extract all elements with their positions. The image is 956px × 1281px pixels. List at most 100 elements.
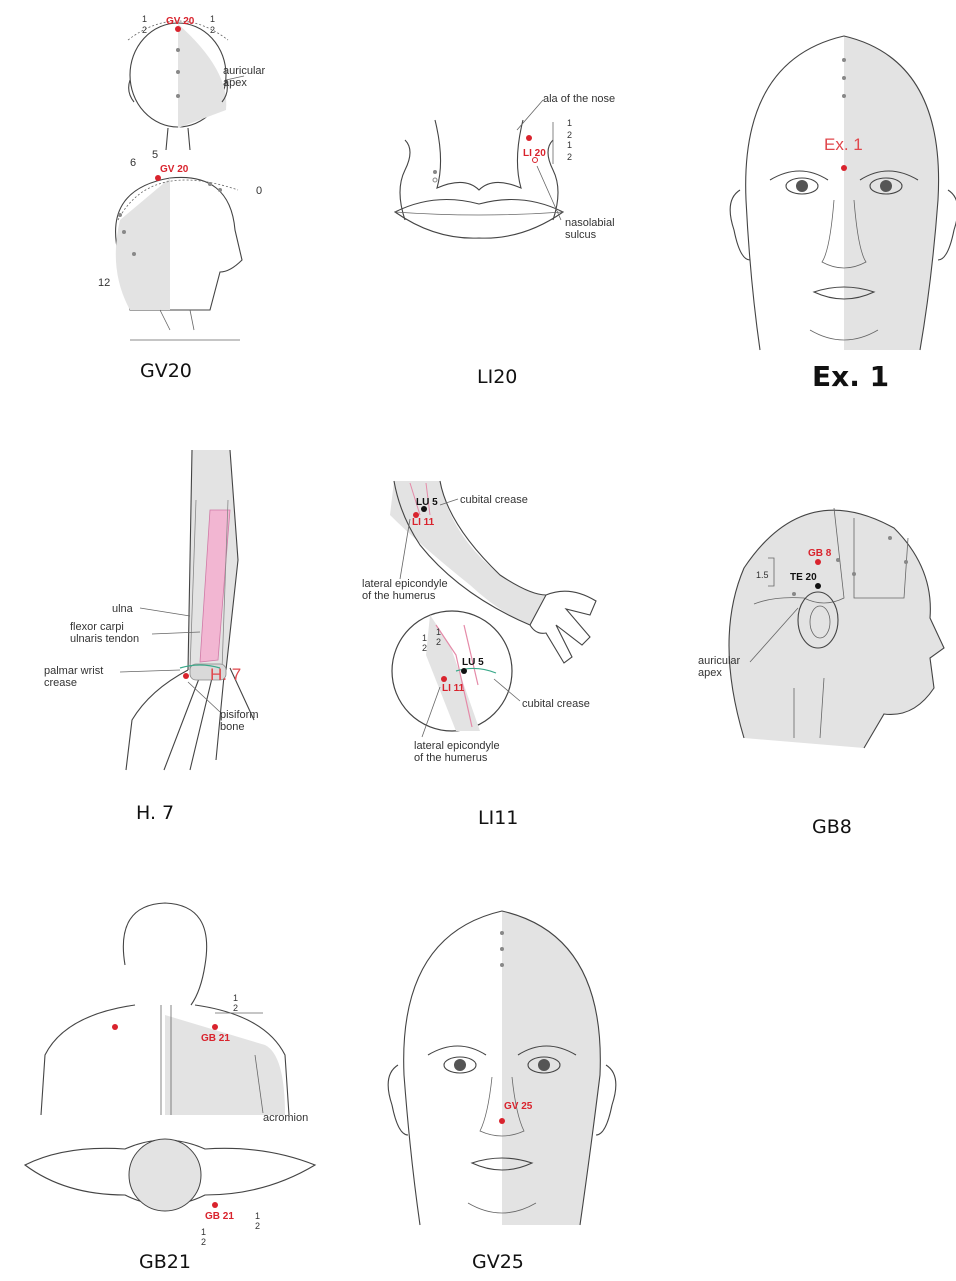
li11-label-lu5-top: LU 5 — [416, 497, 438, 508]
ex1-caption: Ex. 1 — [812, 360, 889, 393]
gv20-label-top: GV 20 — [166, 16, 195, 27]
gb21-label-point-top: GB 21 — [205, 1211, 234, 1222]
li11-frac-num-2: 1 — [436, 627, 441, 637]
li11-frac-den-2: 2 — [436, 637, 441, 647]
h7-caption: H. 7 — [136, 802, 174, 824]
h7-pisiform-line2: bone — [220, 721, 244, 733]
gv25-point — [499, 1118, 505, 1124]
li20-sulcus-line2: sulcus — [565, 229, 597, 241]
li11-illustration: LU 5 LI 11 cubital crease lateral epicon… — [360, 475, 640, 775]
li20-illustration: LI 20 ala of the nose 1 2 1 2 nasolabial… — [375, 80, 645, 280]
gv20-frac-den-left: 2 — [142, 25, 147, 35]
gv20-frac-num-right: 1 — [210, 14, 215, 24]
li20-sulcus-line1: nasolabial — [565, 217, 615, 229]
gv20-measure-6: 6 — [130, 157, 136, 169]
li20-label-point: LI 20 — [523, 148, 546, 159]
gb8-te20-point — [815, 583, 821, 589]
h7-pisiform-line1: pisiform — [220, 709, 259, 721]
gb21-label-acromion: acromion — [263, 1112, 308, 1124]
gb21-point-back-left — [112, 1024, 118, 1030]
li11-epi-top-line2: of the humerus — [362, 590, 436, 602]
li11-epi-top-line1: lateral epicondyle — [362, 578, 448, 590]
h7-crease-line1: palmar wrist — [44, 665, 103, 677]
gb8-point — [815, 559, 821, 565]
gv20-apex-line2: apex — [223, 77, 247, 89]
gb21-point-top — [212, 1202, 218, 1208]
h7-crease-line2: crease — [44, 677, 77, 689]
li11-point-zoom — [441, 676, 447, 682]
gv20-frac-den-right: 2 — [210, 25, 215, 35]
gv20-measure-12: 12 — [98, 277, 110, 289]
gv25-illustration: GV 25 — [380, 905, 640, 1225]
panel-gb21: GB 21 1 2 acromion GB 21 1 2 1 2 GB21 — [5, 895, 335, 1281]
gb8-apex-line1: auricular — [698, 655, 741, 667]
li20-caption: LI20 — [477, 366, 517, 388]
li20-frac-num-1: 1 — [567, 118, 572, 128]
li20-point — [526, 135, 532, 141]
gv20-point-side — [155, 175, 161, 181]
gv20-measure-5: 5 — [152, 149, 158, 161]
gb8-label-point: GB 8 — [808, 548, 832, 559]
gb21-frac-den-1: 2 — [233, 1003, 238, 1013]
gv20-caption: GV20 — [140, 360, 192, 382]
panel-ex1: Ex. 1 Ex. 1 — [720, 30, 956, 400]
h7-label-pisiform: pisiformbone — [220, 709, 259, 733]
h7-tendon-line1: flexor carpi — [70, 621, 124, 633]
gv20-frac-num-left: 1 — [142, 14, 147, 24]
gb8-label-te20: TE 20 — [790, 572, 817, 583]
li11-label-cubital-zoom: cubital crease — [522, 698, 590, 710]
gb21-point-back — [212, 1024, 218, 1030]
gb21-frac-num-2: 1 — [255, 1211, 260, 1221]
h7-tendon-line2: ulnaris tendon — [70, 633, 139, 645]
li11-label-cubital-top: cubital crease — [460, 494, 528, 506]
li20-frac-den-2: 2 — [567, 152, 572, 162]
gb21-frac-num-3: 1 — [201, 1227, 206, 1237]
li20-frac-num-2: 1 — [567, 140, 572, 150]
li11-epi-zoom-line1: lateral epicondyle — [414, 740, 500, 752]
ex1-label-point: Ex. 1 — [824, 135, 863, 154]
panel-li11: LU 5 LI 11 cubital crease lateral epicon… — [360, 475, 640, 835]
panel-li20: LI 20 ala of the nose 1 2 1 2 nasolabial… — [375, 80, 645, 400]
h7-label-ulna: ulna — [112, 603, 134, 615]
ex1-illustration: Ex. 1 — [720, 30, 956, 350]
li11-label-lu5-zoom: LU 5 — [462, 657, 484, 668]
gv20-label-side: GV 20 — [160, 164, 189, 175]
gb21-label-point-back: GB 21 — [201, 1033, 230, 1044]
ex1-point — [841, 165, 847, 171]
li11-frac-num-1: 1 — [422, 633, 427, 643]
gb21-frac-num-1: 1 — [233, 993, 238, 1003]
li20-label-ala: ala of the nose — [543, 93, 615, 105]
gb8-label-measure: 1.5 — [756, 570, 769, 580]
gv25-label-point: GV 25 — [504, 1101, 533, 1112]
li11-epi-zoom-line2: of the humerus — [414, 752, 488, 764]
li11-label-li11-zoom: LI 11 — [442, 683, 465, 694]
li11-lu5-point-zoom — [461, 668, 467, 674]
li11-label-li11-top: LI 11 — [412, 517, 435, 528]
gb8-apex-line2: apex — [698, 667, 722, 679]
gb21-frac-den-2: 2 — [255, 1221, 260, 1231]
li11-caption: LI11 — [478, 807, 518, 829]
gb21-illustration: GB 21 1 2 acromion GB 21 1 2 1 2 — [5, 895, 335, 1249]
gv20-apex-line1: auricular — [223, 65, 266, 77]
li20-frac-den-1: 2 — [567, 130, 572, 140]
h7-label-point: H. 7 — [210, 665, 241, 684]
panel-gv25: GV 25 GV25 — [380, 905, 640, 1281]
gb21-caption: GB21 — [139, 1251, 191, 1273]
gb21-frac-den-3: 2 — [201, 1237, 206, 1247]
gv20-measure-0: 0 — [256, 185, 262, 197]
gb8-caption: GB8 — [812, 816, 852, 838]
li11-frac-den-1: 2 — [422, 643, 427, 653]
h7-point — [183, 673, 189, 679]
